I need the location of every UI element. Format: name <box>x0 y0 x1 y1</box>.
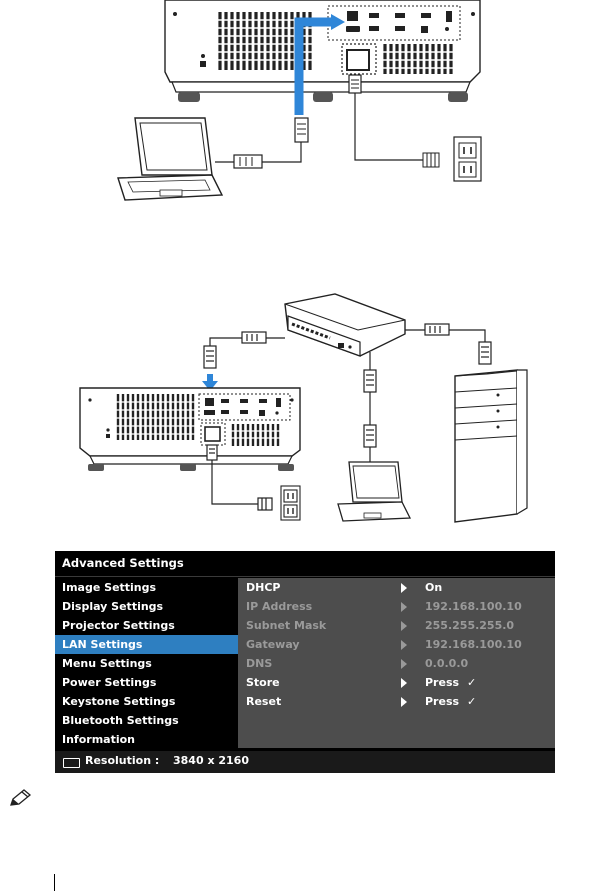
setting-value: Press <box>425 695 460 708</box>
osd-title: Advanced Settings <box>62 556 184 570</box>
arrow-right-icon <box>401 583 407 593</box>
laptop-2 <box>337 461 412 522</box>
setting-row-subnet-mask: Subnet Mask 255.255.255.0 <box>238 616 555 635</box>
figure-direct-connection <box>117 0 482 201</box>
setting-value: 255.255.255.0 <box>425 619 515 632</box>
menu-item-image-settings[interactable]: Image Settings <box>62 581 157 594</box>
power-outlet-2 <box>280 485 301 521</box>
setting-label: Reset <box>246 695 282 708</box>
setting-label: Gateway <box>246 638 300 651</box>
osd-status-bar: Resolution : 3840 x 2160 <box>55 751 555 773</box>
router <box>284 293 406 357</box>
setting-label: Store <box>246 676 280 689</box>
setting-row-dhcp[interactable]: DHCP On <box>238 578 555 597</box>
setting-value: 192.168.100.10 <box>425 600 522 613</box>
display-icon <box>63 758 80 768</box>
setting-row-dns: DNS 0.0.0.0 <box>238 654 555 673</box>
setting-row-store[interactable]: Store Press ✓ <box>238 673 555 692</box>
note-pencil-icon <box>10 789 32 806</box>
projector-rear-panel <box>79 387 301 471</box>
desktop-tower <box>454 369 528 523</box>
menu-item-keystone-settings[interactable]: Keystone Settings <box>62 695 176 708</box>
figure-router-connection <box>79 293 528 523</box>
menu-item-lan-settings[interactable]: LAN Settings <box>55 635 238 654</box>
page-footer-rule <box>54 874 55 891</box>
setting-value: 192.168.100.10 <box>425 638 522 651</box>
menu-item-power-settings[interactable]: Power Settings <box>62 676 157 689</box>
setting-value: 0.0.0.0 <box>425 657 469 670</box>
arrow-right-icon <box>401 697 407 707</box>
osd-advanced-settings: Advanced Settings Image Settings Display… <box>55 551 555 773</box>
arrow-right-icon <box>401 659 407 669</box>
setting-label: DNS <box>246 657 273 670</box>
setting-row-gateway: Gateway 192.168.100.10 <box>238 635 555 654</box>
setting-label: IP Address <box>246 600 313 613</box>
setting-value: On <box>425 581 443 594</box>
setting-label: DHCP <box>246 581 281 594</box>
menu-item-projector-settings[interactable]: Projector Settings <box>62 619 175 632</box>
resolution-label: Resolution : <box>85 754 160 767</box>
checkmark-icon: ✓ <box>467 676 477 689</box>
power-outlet <box>453 136 482 182</box>
setting-label: Subnet Mask <box>246 619 327 632</box>
arrow-right-icon <box>401 678 407 688</box>
resolution-value: 3840 x 2160 <box>173 754 249 767</box>
checkmark-icon: ✓ <box>467 695 477 708</box>
osd-title-divider <box>55 576 555 577</box>
projector-top <box>164 0 481 102</box>
menu-item-menu-settings[interactable]: Menu Settings <box>62 657 152 670</box>
setting-row-reset[interactable]: Reset Press ✓ <box>238 692 555 711</box>
setting-row-ip-address: IP Address 192.168.100.10 <box>238 597 555 616</box>
laptop <box>117 117 224 201</box>
osd-settings-panel: DHCP On IP Address 192.168.100.10 Subnet… <box>238 578 555 748</box>
lan-cable <box>215 117 309 169</box>
arrow-right-icon <box>401 621 407 631</box>
arrow-right-icon <box>401 640 407 650</box>
menu-item-bluetooth-settings[interactable]: Bluetooth Settings <box>62 714 179 727</box>
setting-value: Press <box>425 676 460 689</box>
arrow-right-icon <box>401 602 407 612</box>
menu-item-display-settings[interactable]: Display Settings <box>62 600 164 613</box>
osd-menu-list: Image Settings Display Settings Projecto… <box>55 578 238 770</box>
menu-item-information[interactable]: Information <box>62 733 135 746</box>
power-cable <box>348 74 440 168</box>
